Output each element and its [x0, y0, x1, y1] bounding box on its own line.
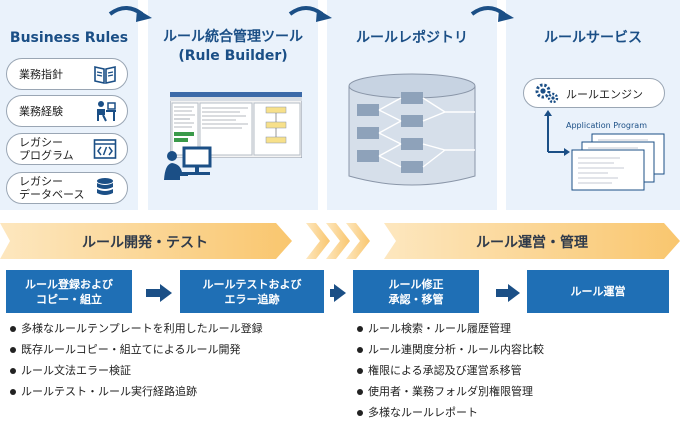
pill-experience-label: 業務経験 — [19, 104, 63, 118]
rule-builder-title-line2: (Rule Builder) — [178, 48, 288, 64]
dev-bullet-4: ルールテスト・ルール実行経路追跡 — [8, 381, 263, 402]
dev-bullet-1: 多様なルールテンプレートを利用したルール登録 — [8, 318, 263, 339]
pill-experience: 業務経験 — [6, 95, 128, 127]
business-rules-panel: Business Rules 業務指針 業務経験 レガシー プログラム — [0, 0, 138, 210]
business-rules-title: Business Rules — [9, 30, 129, 46]
pill-legacy-program-label: レガシー プログラム — [19, 136, 74, 162]
rule-builder-screenshot — [170, 92, 302, 158]
pill-guidelines: 業務指針 — [6, 58, 128, 90]
rule-service-panel: ルールサービス ルールエンジン Application Program — [506, 0, 680, 210]
gears-icon — [535, 83, 559, 104]
pill-guidelines-label: 業務指針 — [19, 67, 63, 81]
ops-bullet-5: 多様なルールレポート — [355, 402, 544, 423]
ops-bullet-1: ルール検索・ルール履歴管理 — [355, 318, 544, 339]
operation-phase-arrow — [384, 223, 680, 259]
repository-title: ルールレポジトリ — [356, 30, 468, 46]
operation-phase-label: ルール運営・管理 — [476, 235, 588, 251]
application-program-label: Application Program — [566, 121, 647, 130]
ops-bullet-4: 使用者・業務フォルダ別権限管理 — [355, 381, 544, 402]
repository-cylinder — [348, 73, 476, 186]
step-register: ルール登録および コピー・組立 — [6, 270, 132, 313]
rule-engine-box: ルールエンジン — [523, 78, 665, 108]
user-at-computer-icon — [164, 146, 212, 180]
development-bullets: 多様なルールテンプレートを利用したルール登録 既存ルールコピー・組立てによるルー… — [8, 318, 263, 402]
step-test: ルールテストおよび エラー追跡 — [180, 270, 324, 313]
development-phase-arrow — [0, 223, 292, 259]
step-modify-approve: ルール修正 承認・移管 — [353, 270, 479, 313]
chevrons — [306, 223, 370, 259]
ops-bullet-3: 権限による承認及び運営系移管 — [355, 360, 544, 381]
dev-bullet-2: 既存ルールコピー・組立てによるルール開発 — [8, 339, 263, 360]
rule-builder-panel: ルール統合管理ツール (Rule Builder) — [148, 0, 318, 210]
document-stack-icon — [571, 133, 665, 191]
development-phase-label: ルール開発・テスト — [82, 235, 208, 251]
pill-legacy-database: レガシー データベース — [6, 172, 128, 204]
code-icon — [93, 139, 117, 159]
database-icon — [97, 178, 113, 195]
pill-legacy-database-label: レガシー データベース — [19, 175, 85, 201]
curved-arrows — [108, 6, 514, 22]
rule-builder-title: ルール統合管理ツール (Rule Builder) — [148, 28, 318, 66]
dev-bullet-3: ルール文法エラー検証 — [8, 360, 263, 381]
step-operate: ルール運営 — [527, 270, 669, 313]
engine-app-connector — [544, 110, 570, 156]
rule-engine-label: ルールエンジン — [566, 88, 643, 101]
book-icon — [94, 66, 116, 84]
rule-service-title: ルールサービス — [544, 30, 642, 46]
rule-builder-title-line1: ルール統合管理ツール — [163, 29, 303, 45]
worker-at-desk-icon — [97, 101, 116, 122]
pill-legacy-program: レガシー プログラム — [6, 133, 128, 165]
step-arrows — [146, 284, 520, 302]
ops-bullet-2: ルール連関度分析・ルール内容比較 — [355, 339, 544, 360]
operation-bullets: ルール検索・ルール履歴管理 ルール連関度分析・ルール内容比較 権限による承認及び… — [355, 318, 544, 423]
repository-panel: ルールレポジトリ — [327, 0, 497, 210]
